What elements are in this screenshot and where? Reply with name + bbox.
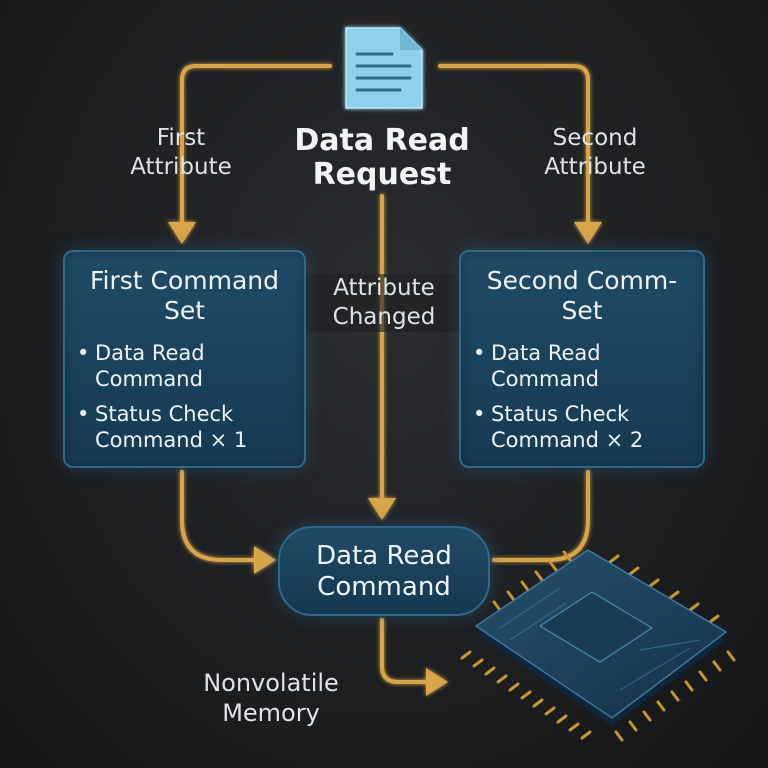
nonvolatile-memory-label: Nonvolatile Memory xyxy=(203,669,339,727)
list-item: Data Read Command xyxy=(77,340,304,392)
attribute-changed-label: Attribute Changed xyxy=(304,274,464,332)
second-attribute-connector xyxy=(438,64,590,228)
second-attribute-label: Second Attribute xyxy=(544,125,646,180)
list-item: Status Check Command × 2 xyxy=(473,401,703,453)
first-set-to-command-connector xyxy=(180,470,260,562)
arrowhead-icon xyxy=(574,222,602,244)
data-read-command-node: Data Read Command xyxy=(278,526,490,616)
document-icon xyxy=(345,27,423,109)
second-command-set-title: Second Comm- Set xyxy=(486,266,678,325)
list-item: Status Check Command × 1 xyxy=(77,401,304,453)
arrowhead-icon xyxy=(368,498,396,520)
first-attribute-connector xyxy=(180,64,332,228)
chip-icon xyxy=(460,549,736,742)
first-command-set-list: Data Read Command Status Check Command ×… xyxy=(65,340,304,453)
second-command-set-list: Data Read Command Status Check Command ×… xyxy=(461,340,703,453)
request-title: Data Read Request xyxy=(294,123,470,192)
second-command-set-box: Second Comm- Set Data Read Command Statu… xyxy=(459,250,705,468)
second-set-to-command-connector xyxy=(492,470,590,562)
command-to-memory-connector xyxy=(380,618,430,684)
arrowhead-icon xyxy=(426,668,448,696)
list-item: Data Read Command xyxy=(473,340,703,392)
first-attribute-label: First Attribute xyxy=(130,125,232,180)
arrowhead-icon xyxy=(254,546,276,574)
first-command-set-title: First Command Set xyxy=(89,266,280,325)
first-command-set-box: First Command Set Data Read Command Stat… xyxy=(63,250,306,468)
arrowhead-icon xyxy=(168,222,196,244)
